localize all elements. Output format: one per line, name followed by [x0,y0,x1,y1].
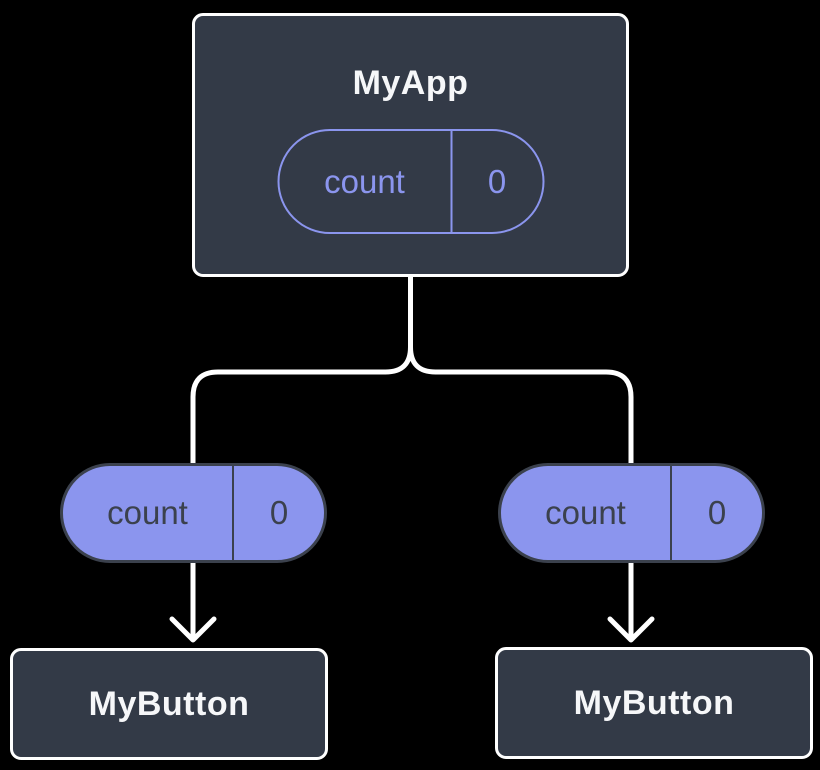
prop-value: 0 [269,494,289,531]
right-child-component-box: MyButton [495,647,813,759]
arrow-head-right-icon [607,616,655,643]
prop-value: 0 [707,494,727,531]
left-child-component-box: MyButton [10,648,328,760]
root-component-title: MyApp [352,64,469,102]
root-component-box: MyApp count 0 [192,13,629,277]
child-component-title: MyButton [88,684,250,723]
pill-divider [670,466,672,560]
state-label: count [324,162,405,200]
right-prop-pill: count 0 [498,463,765,563]
child-component-title: MyButton [573,683,735,722]
prop-label: count [107,494,188,531]
pill-divider [232,466,234,560]
pill-divider [450,131,452,232]
left-prop-pill: count 0 [60,463,327,563]
root-state-pill: count 0 [277,129,544,234]
branch-connector-right [408,274,634,466]
prop-label: count [545,494,626,531]
arrow-head-left-icon [169,616,217,643]
state-value: 0 [487,162,507,200]
branch-connector-left [190,274,413,466]
